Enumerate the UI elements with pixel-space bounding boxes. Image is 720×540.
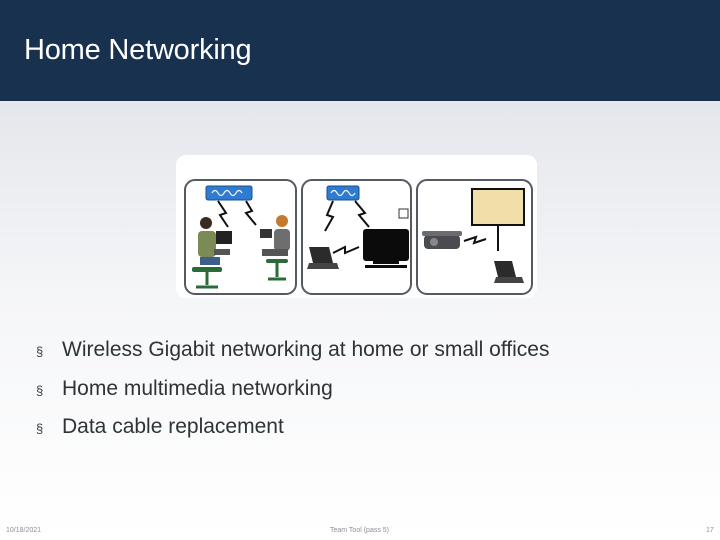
television-icon bbox=[363, 208, 409, 268]
list-item: § Data cable replacement bbox=[36, 415, 696, 454]
person-at-computer-icon bbox=[192, 217, 232, 289]
bullet-text: Data cable replacement bbox=[62, 415, 284, 438]
page-number: 17 bbox=[706, 527, 714, 534]
laptop-icon bbox=[494, 261, 524, 283]
networking-office-scene bbox=[184, 179, 297, 295]
multimedia-scene bbox=[301, 179, 412, 295]
slide-footer: 10/18/2021 Team Tool (pass 5) 17 bbox=[0, 525, 720, 537]
bullet-text: Wireless Gigabit networking at home or s… bbox=[62, 338, 550, 361]
cable-replacement-scene bbox=[416, 179, 533, 295]
laptop-icon bbox=[307, 247, 339, 269]
person-at-laptop-icon bbox=[260, 215, 290, 281]
bullet-list: § Wireless Gigabit networking at home or… bbox=[36, 338, 696, 454]
title-bar: Home Networking bbox=[0, 0, 720, 101]
bullet-text: Home multimedia networking bbox=[62, 376, 333, 400]
list-item: § Wireless Gigabit networking at home or… bbox=[36, 338, 696, 377]
bullet-marker: § bbox=[36, 382, 44, 398]
projection-screen-icon bbox=[471, 188, 525, 251]
footer-date: 10/18/2021 bbox=[6, 527, 42, 534]
bullet-marker: § bbox=[36, 421, 44, 436]
list-item: § Home multimedia networking bbox=[36, 377, 696, 416]
wireless-router-icon bbox=[205, 185, 253, 201]
projector-icon bbox=[422, 231, 462, 249]
illustration-figure bbox=[176, 155, 537, 298]
bullet-marker: § bbox=[36, 344, 44, 359]
wireless-router-icon bbox=[326, 185, 360, 201]
slide-title: Home Networking bbox=[24, 34, 252, 66]
footer-center-text: Team Tool (pass 5) bbox=[330, 527, 390, 534]
